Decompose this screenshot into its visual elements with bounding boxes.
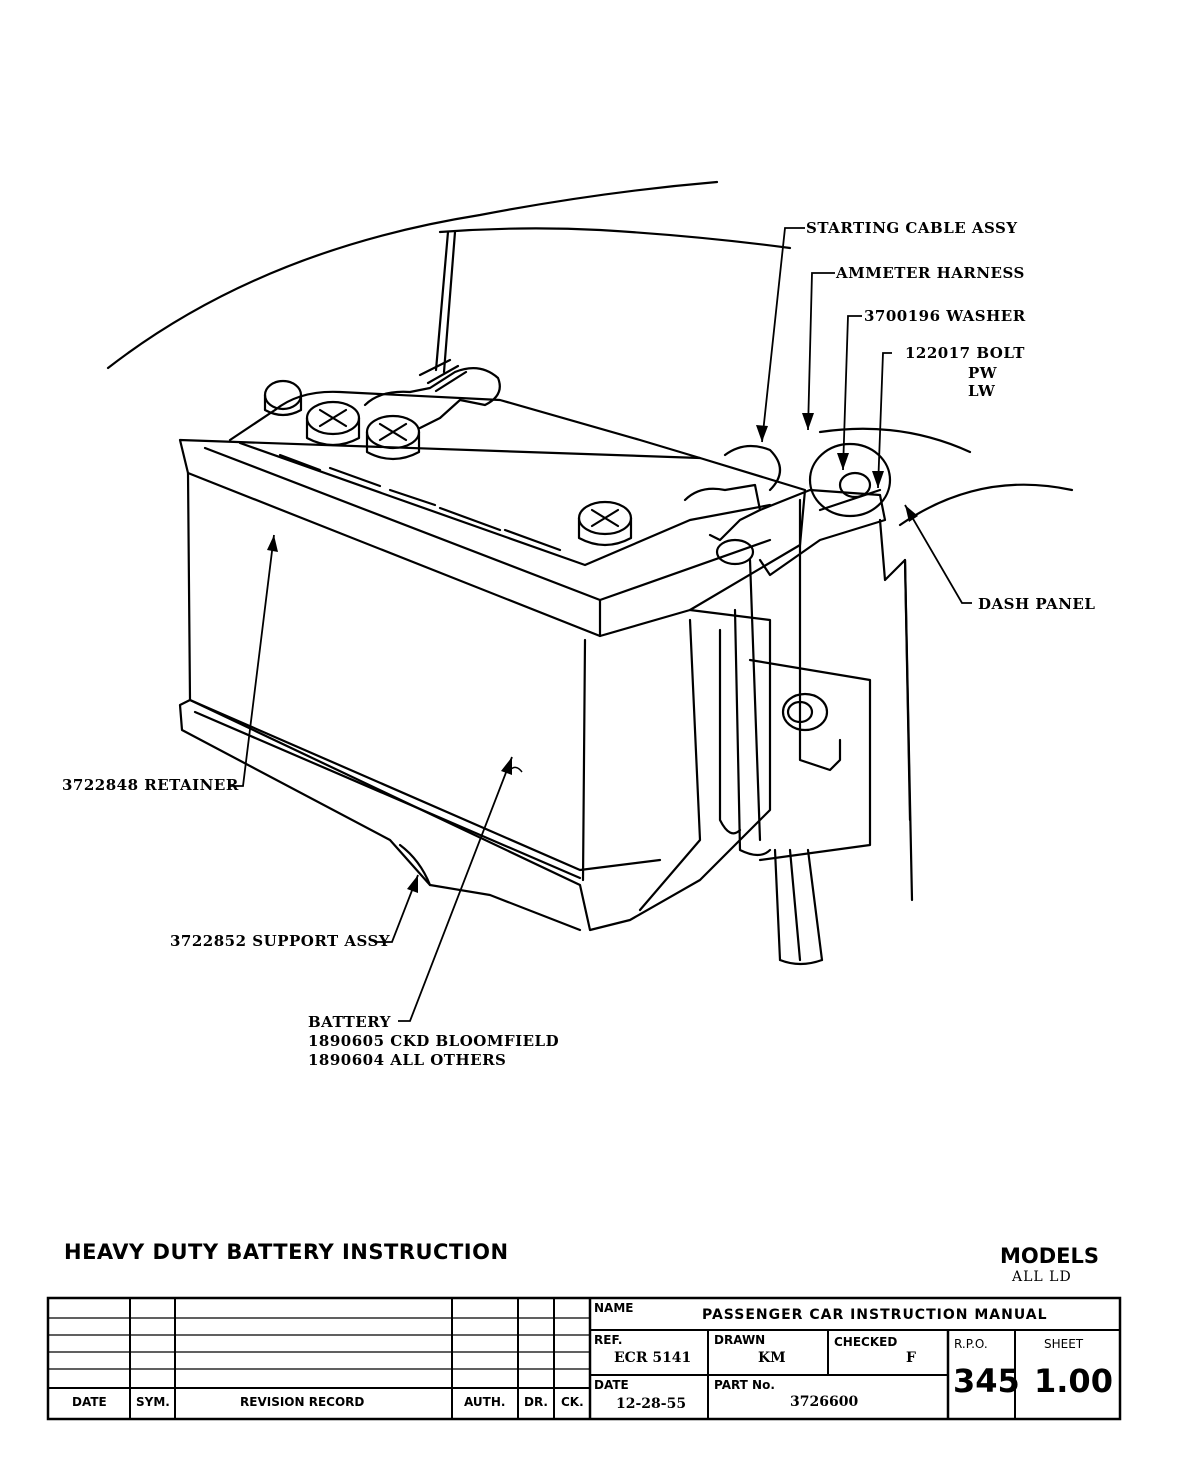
rpo-value: 345 — [953, 1362, 1020, 1400]
battery-body — [186, 471, 772, 932]
support-bracket — [748, 658, 872, 862]
callout-ammeter-harness: AMMETER HARNESS — [835, 264, 1025, 282]
callout-starting-cable: STARTING CABLE ASSY — [806, 219, 1018, 237]
callout-retainer: 3722848 RETAINER — [62, 776, 239, 794]
models-label: MODELS — [1000, 1244, 1100, 1268]
date-label: DATE — [594, 1378, 629, 1392]
ref-label: REF. — [594, 1333, 623, 1347]
checked-label: CHECKED — [834, 1335, 898, 1349]
dash-panel-curve — [818, 427, 972, 454]
callout-bolt: 122017 BOLT — [905, 344, 1025, 362]
drawn-label: DRAWN — [714, 1333, 766, 1347]
name-label: NAME — [594, 1301, 634, 1315]
rev-header-dr: DR. — [524, 1395, 548, 1409]
models-value: ALL LD — [1012, 1269, 1072, 1285]
title-block-grid — [46, 1296, 1122, 1421]
callout-bolt-pw: PW — [968, 364, 998, 382]
leader-lines — [229, 227, 972, 1022]
hood-curve — [106, 180, 719, 370]
callout-battery-ckd: 1890605 CKD BLOOMFIELD — [308, 1032, 559, 1050]
sheet-label: SHEET — [1044, 1337, 1084, 1351]
rev-header-ck: CK. — [561, 1395, 584, 1409]
drawing-title: HEAVY DUTY BATTERY INSTRUCTION — [64, 1240, 509, 1264]
battery-top — [178, 438, 807, 638]
vent-cap-3 — [365, 414, 421, 461]
vent-cap-2 — [305, 400, 361, 447]
hood-edge — [438, 227, 792, 250]
callout-dash-panel: DASH PANEL — [978, 595, 1095, 613]
callout-bolt-lw: LW — [968, 382, 996, 400]
rev-header-revision-record: REVISION RECORD — [240, 1395, 365, 1409]
arrowheads — [267, 413, 918, 893]
part-value: 3726600 — [790, 1394, 859, 1410]
rev-header-date: DATE — [72, 1395, 107, 1409]
part-label: PART No. — [714, 1378, 775, 1392]
positive-clamp — [363, 367, 501, 430]
callout-washer: 3700196 WASHER — [864, 307, 1026, 325]
starting-cable — [773, 848, 824, 962]
callout-support-assy: 3722852 SUPPORT ASSY — [170, 932, 390, 950]
drawn-value: KM — [758, 1350, 786, 1366]
callout-battery: BATTERY — [308, 1013, 391, 1031]
hold-down-bracket — [758, 488, 887, 577]
vent-cap-1 — [263, 379, 303, 417]
vent-cap-4 — [577, 500, 633, 547]
sheet-value: 1.00 — [1034, 1362, 1113, 1400]
callout-battery-others: 1890604 ALL OTHERS — [308, 1051, 506, 1069]
ref-value: ECR 5141 — [614, 1350, 692, 1366]
rev-header-sym: SYM. — [136, 1395, 170, 1409]
negative-clamp — [683, 483, 762, 542]
rpo-label: R.P.O. — [954, 1337, 988, 1351]
name-value: PASSENGER CAR INSTRUCTION MANUAL — [702, 1307, 1048, 1323]
checked-value: F — [906, 1350, 916, 1366]
rev-header-auth: AUTH. — [464, 1395, 506, 1409]
hood-support-rod — [434, 230, 450, 372]
date-value: 12-28-55 — [616, 1396, 687, 1412]
